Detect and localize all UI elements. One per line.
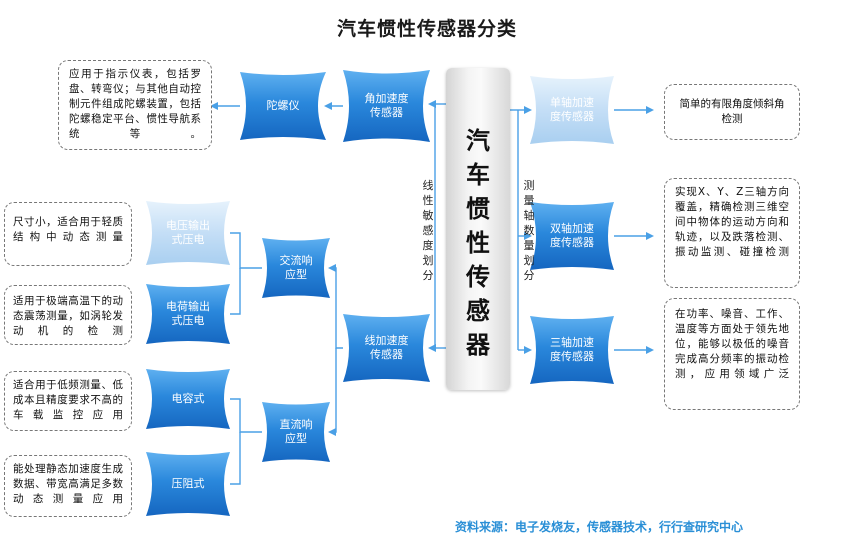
node-linear-accel: 线加速度 传感器 [364, 334, 409, 361]
left-division-label: 线 性 敏 感 度 划 分 [420, 178, 436, 283]
node-piezoresistive: 压阻式 [171, 477, 205, 490]
node-shape-capacitive [146, 369, 230, 429]
node-voltage-output: 电压输出 式压电 [166, 219, 210, 246]
desc-dual-axis: 实现X、Y、Z三轴方向覆盖，精确检测三维空间中物体的运动方向和轨迹，以及跌落检测… [664, 178, 800, 288]
line-dc-to-capacitive [230, 398, 262, 433]
arrow-linear-to-ac [328, 264, 343, 349]
desc-tri-axis: 在功率、噪音、工作、温度等方面处于领先地位，能够以极低的噪音完成高分频率的振动检… [664, 298, 800, 410]
page-title: 汽车惯性传感器分类 [336, 18, 517, 40]
node-shape-tri-axis [530, 316, 614, 384]
desc-charge-output: 适用于极端高温下的动态震荡测量，如涡轮发动机的检测 [4, 285, 132, 345]
node-shape-ac-response [262, 238, 330, 298]
desc-gyroscope: 应用于指示仪表，包括罗盘、转弯仪；与其他自动控制元件组成陀螺装置，包括陀螺稳定平… [58, 60, 212, 150]
node-charge-output: 电荷输出 式压电 [166, 300, 210, 327]
node-angular-accel: 角加速度 传感器 [364, 92, 409, 119]
right-division-label: 测 量 轴 数 量 划 分 [521, 178, 537, 283]
center-char: 车 [466, 160, 490, 189]
node-shape-dc-response [262, 402, 330, 462]
node-capacitive: 电容式 [171, 392, 205, 405]
node-shape-piezoresistive [146, 452, 230, 516]
source-footer: 资料来源：电子发烧友，传感器技术，行行查研究中心 [455, 520, 744, 534]
division-char: 划 [523, 254, 535, 267]
desc-piezoresistive: 能处理静态加速度生成数据、带宽高满足多数动态测量应用 [4, 455, 132, 517]
node-shape-single-axis [530, 76, 614, 144]
node-dual-axis: 双轴加速 度传感器 [550, 222, 594, 249]
arrow-linear-to-dc [328, 348, 337, 436]
connector-lines [210, 100, 654, 485]
node-shape-linear-accel [343, 314, 430, 382]
line-ac-to-voltage [230, 232, 262, 269]
desc-capacitive: 适合用于低频测量、低成本且精度要求不高的车载监控应用 [4, 371, 132, 431]
division-char: 性 [422, 194, 434, 207]
division-char: 测 [523, 179, 535, 192]
node-shape-dual-axis [530, 202, 614, 270]
node-tri-axis: 三轴加速 度传感器 [550, 336, 594, 363]
division-char: 度 [422, 239, 434, 252]
division-char: 线 [422, 179, 434, 192]
center-char: 惯 [466, 194, 490, 223]
center-topic-label: 汽 车 惯 性 传 感 器 [446, 124, 510, 362]
desc-single-axis: 简单的有限角度倾斜角检测 [664, 84, 800, 140]
node-shape-voltage-output [146, 201, 230, 265]
division-char: 划 [422, 254, 434, 267]
node-dc-response: 直流响 应型 [279, 418, 313, 445]
node-shape-gyroscope [240, 72, 326, 140]
division-char: 轴 [523, 209, 535, 222]
center-topic-box: 汽 车 惯 性 传 感 器 [446, 68, 510, 390]
division-char: 分 [523, 269, 535, 282]
division-char: 数 [523, 224, 535, 237]
node-shape-angular-accel [343, 70, 430, 142]
division-char: 敏 [422, 209, 434, 222]
center-char: 感 [466, 296, 490, 325]
line-dc-to-piezo [230, 432, 241, 485]
center-char: 汽 [466, 126, 490, 155]
division-char: 量 [523, 239, 535, 252]
division-char: 量 [523, 194, 535, 207]
node-shape-charge-output [146, 284, 230, 344]
line-ac-to-charge [230, 268, 241, 315]
desc-voltage-output: 尺寸小，适合用于轻质结构中动态测量 [4, 202, 132, 266]
center-char: 传 [466, 262, 490, 291]
division-char: 分 [422, 269, 434, 282]
division-char: 感 [422, 224, 434, 237]
node-single-axis: 单轴加速 度传感器 [550, 96, 594, 123]
node-ac-response: 交流响 应型 [279, 254, 313, 281]
center-char: 器 [466, 330, 490, 359]
node-gyroscope: 陀螺仪 [266, 99, 300, 112]
center-char: 性 [466, 228, 490, 257]
node-shapes [146, 70, 614, 516]
